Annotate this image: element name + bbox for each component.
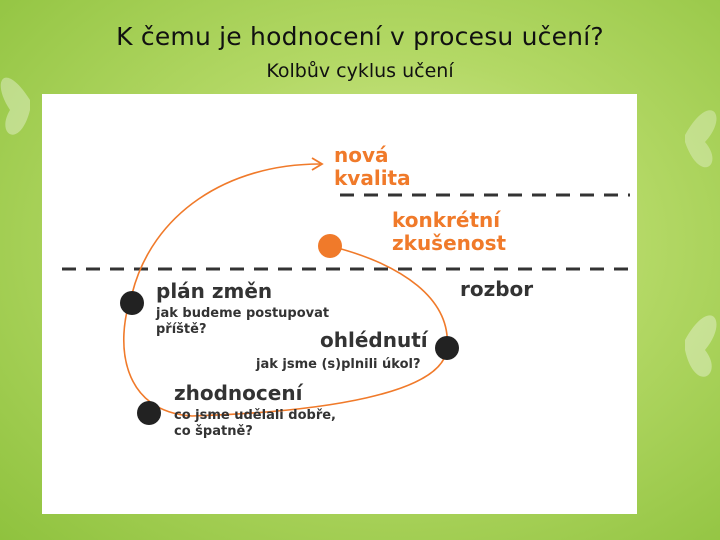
slide-title: K čemu je hodnocení v procesu učení? bbox=[0, 22, 720, 51]
butterfly-decoration-right bbox=[650, 280, 720, 400]
nova-kvalita-line2: kvalita bbox=[334, 166, 411, 190]
ohlednuti-title: ohlédnutí bbox=[320, 328, 429, 352]
konkretni-zkusenost-dot bbox=[318, 234, 342, 258]
zhodnoceni-sub2: co špatně? bbox=[174, 424, 253, 439]
nova-kvalita-line1: nová bbox=[334, 143, 389, 167]
kolb-cycle-diagram: nová kvalita konkrétní zkušenost plán zm… bbox=[42, 94, 637, 514]
plan-zmen-sub1: jak budeme postupovat bbox=[155, 306, 329, 321]
konkretni-line1: konkrétní bbox=[392, 208, 501, 232]
ohlednuti-sub1: jak jsme (s)plnili úkol? bbox=[255, 357, 421, 372]
zhodnoceni-sub1: co jsme udělali dobře, bbox=[174, 408, 336, 423]
konkretni-line2: zkušenost bbox=[392, 231, 507, 255]
plan-zmen-title: plán změn bbox=[156, 279, 272, 303]
diagram-panel: nová kvalita konkrétní zkušenost plán zm… bbox=[42, 94, 637, 514]
zhodnoceni-title: zhodnocení bbox=[174, 381, 304, 405]
butterfly-decoration-right-top bbox=[655, 80, 720, 190]
zhodnoceni-dot bbox=[137, 401, 161, 425]
plan-zmen-sub2: příště? bbox=[156, 322, 206, 337]
plan-zmen-dot bbox=[120, 291, 144, 315]
rozbor-label: rozbor bbox=[460, 277, 533, 301]
ohlednuti-dot bbox=[435, 336, 459, 360]
slide-subtitle: Kolbův cyklus učení bbox=[0, 60, 720, 82]
